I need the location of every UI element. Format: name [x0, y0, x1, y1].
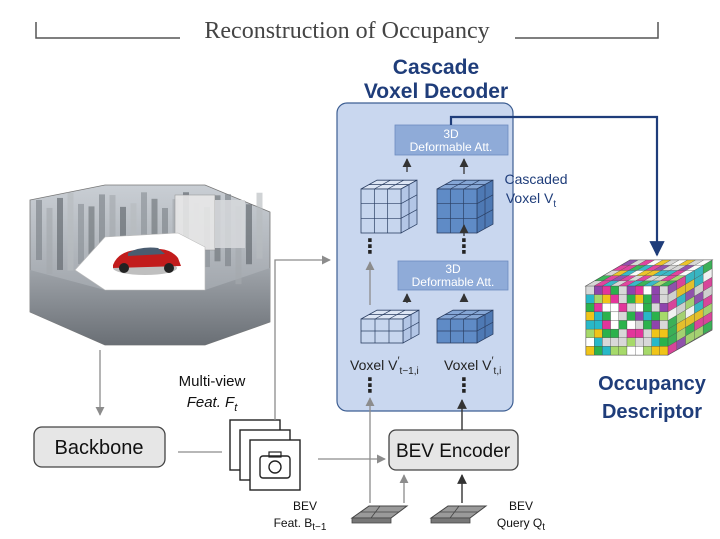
multiview-label-line2: Feat. Ft	[187, 394, 239, 414]
occupancy-label-line1: Occupancy	[598, 373, 707, 395]
bev-feat-label-line1: BEV	[293, 499, 317, 513]
dots-right-lower: ⋮	[454, 375, 474, 397]
attention-block-top: 3D Deformable Att.	[394, 124, 509, 156]
bev-query-plane	[429, 505, 488, 524]
bev-query-label-line1: BEV	[509, 499, 533, 513]
cascaded-label: Cascaded	[504, 171, 567, 187]
arrow-to-occupancy	[449, 115, 665, 257]
voxel-slab-light	[360, 309, 420, 344]
occupancy-grid-image	[584, 259, 714, 356]
bev-feat-label-line2: Feat. Bt−1	[274, 516, 327, 533]
svg-text:Backbone: Backbone	[55, 437, 144, 459]
voxel-cube-light	[360, 179, 418, 234]
header: Reconstruction of Occupancy	[35, 18, 659, 44]
occupancy-label-line2: Descriptor	[602, 401, 702, 423]
bev-encoder-block: BEV Encoder	[388, 429, 519, 471]
panorama-camera-image	[29, 184, 271, 346]
bev-query-label-line2: Query Qt	[497, 516, 545, 533]
voxel-slab-dark	[436, 309, 494, 344]
decoder-title-line1: Cascade	[393, 56, 479, 79]
backbone-block: Backbone	[33, 426, 166, 468]
feature-stack	[229, 419, 301, 491]
dots-left-upper: ⋮	[360, 236, 380, 258]
voxel-cur-label: Voxel V′t,i	[444, 355, 501, 377]
svg-text:3D: 3D	[445, 262, 461, 276]
attention-block-middle: 3D Deformable Att.	[397, 260, 509, 291]
arrow-features-to-decoder	[274, 255, 331, 420]
dots-right-upper: ⋮	[454, 236, 474, 258]
dots-left-lower: ⋮	[360, 375, 380, 397]
header-title: Reconstruction of Occupancy	[204, 18, 489, 44]
voxel-prev-label: Voxel V′t−1,i	[350, 355, 419, 377]
camera-icon	[259, 451, 291, 479]
voxel-cube-dark	[436, 179, 494, 234]
svg-text:BEV Encoder: BEV Encoder	[396, 441, 511, 462]
bev-feature-plane	[350, 505, 409, 524]
red-car-icon	[113, 247, 181, 275]
svg-text:Deformable Att.: Deformable Att.	[412, 275, 495, 289]
svg-text:Deformable Att.: Deformable Att.	[410, 140, 493, 154]
cascaded-voxel-label: Voxel Vt	[506, 190, 556, 210]
multiview-label-line1: Multi-view	[179, 373, 246, 390]
header-right-bracket	[515, 22, 659, 39]
decoder-title-line2: Voxel Decoder	[364, 80, 508, 103]
svg-text:3D: 3D	[443, 127, 459, 141]
header-left-bracket	[35, 22, 180, 39]
